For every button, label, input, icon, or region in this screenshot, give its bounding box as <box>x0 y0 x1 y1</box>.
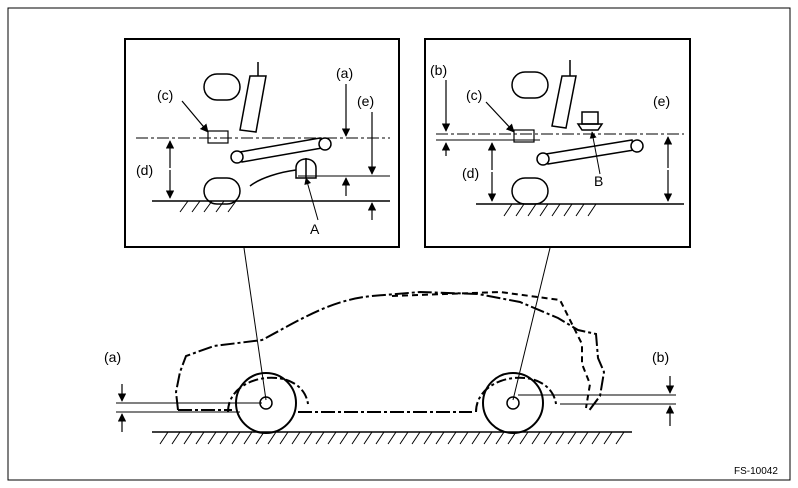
rear-label-d: (d) <box>462 165 479 181</box>
rear-wheel <box>482 372 544 434</box>
rear-tire-upper <box>511 71 549 99</box>
front-wheel-arch <box>227 376 309 413</box>
front-reference-point <box>207 130 229 144</box>
rear-label-e: (e) <box>653 93 670 109</box>
front-tire-lower <box>203 177 241 205</box>
rear-strut <box>551 60 577 129</box>
part-a <box>249 158 317 187</box>
car-side-view <box>152 290 632 445</box>
rear-leader-line <box>512 247 551 401</box>
rear-wheel-arch <box>475 376 557 413</box>
front-inset-border <box>124 38 400 248</box>
rear-ground-hatching <box>503 203 597 217</box>
car-label-a: (a) <box>104 349 121 365</box>
rear-label-c: (c) <box>466 87 482 103</box>
rear-inset: B (b) (c) (d) (e) <box>424 38 691 248</box>
front-label-d: (d) <box>136 162 153 178</box>
rear-wheel-hub <box>506 396 520 410</box>
front-inset: A (a) (e) (c) (d) <box>124 38 400 248</box>
rear-tire-lower <box>511 177 549 205</box>
front-leader-line <box>243 247 267 401</box>
front-ground-hatching <box>179 200 237 213</box>
car-label-b: (b) <box>652 349 669 365</box>
rear-control-arm <box>536 139 644 166</box>
figure-id: FS-10042 <box>734 466 778 477</box>
ground-hatching <box>159 431 625 445</box>
rear-inset-border <box>424 38 691 248</box>
car-body-outline <box>174 290 606 413</box>
rear-reference-point <box>513 129 535 143</box>
rear-label-b: (b) <box>430 62 447 78</box>
front-label-c: (c) <box>157 87 173 103</box>
front-tire-upper <box>203 73 241 101</box>
car-reference-lines <box>116 247 676 413</box>
outer-border <box>7 7 791 481</box>
front-control-arm <box>230 137 332 164</box>
front-label-part-a: A <box>310 221 320 237</box>
front-label-a: (a) <box>336 65 353 81</box>
part-b <box>576 111 604 131</box>
rear-label-part-b: B <box>594 173 603 189</box>
front-label-e: (e) <box>357 93 374 109</box>
car-body-outline-alt <box>391 290 592 409</box>
front-strut <box>239 62 267 133</box>
